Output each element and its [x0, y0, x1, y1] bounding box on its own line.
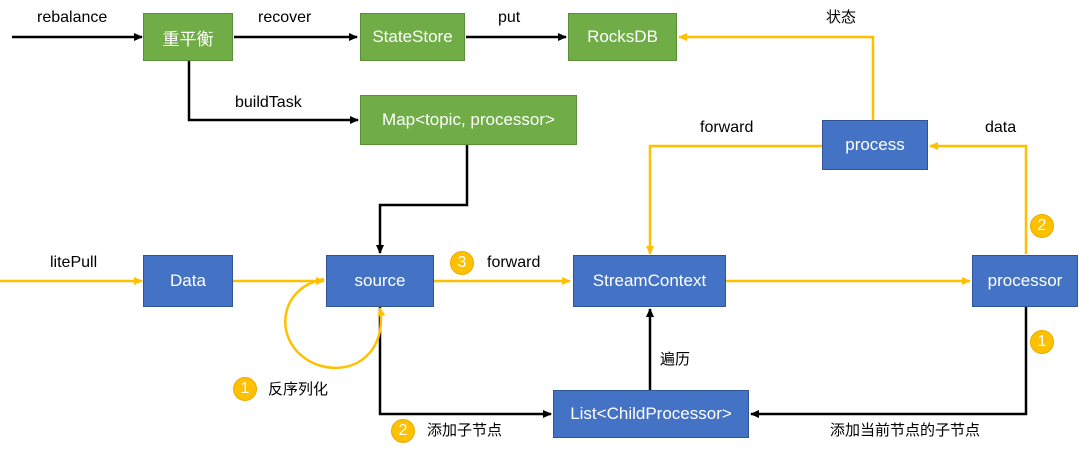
deserialize-label: 反序列化 — [268, 380, 329, 398]
process-node: process — [822, 120, 928, 170]
rebalance-node: 重平衡 — [143, 13, 233, 61]
put-label: put — [498, 9, 521, 26]
forward-top-label: forward — [700, 119, 754, 136]
stream-context-node: StreamContext — [573, 255, 726, 307]
recover-label: recover — [258, 9, 312, 26]
build-task-arrow — [187, 60, 359, 124]
deserialize-loop — [284, 277, 386, 370]
processor-node: processor — [972, 255, 1078, 307]
add-child-arrow — [378, 306, 552, 418]
process-forward-arrow — [646, 144, 822, 255]
add-current-child-label: 添加当前节点的子节点 — [830, 421, 981, 439]
data-node: Data — [143, 255, 233, 307]
step-1-badge: 1 — [233, 377, 257, 401]
data-step-badge: 2 — [1030, 214, 1054, 238]
map-to-source-arrow — [376, 145, 469, 254]
forward-mid-label: forward — [487, 254, 541, 271]
step-3-badge: 3 — [450, 251, 474, 275]
processor-data-arrow — [929, 142, 1028, 254]
add-current-step-badge: 1 — [1030, 330, 1054, 354]
step-2-badge: 2 — [391, 419, 415, 443]
build-task-label: buildTask — [235, 94, 302, 111]
data-label: data — [985, 119, 1017, 136]
traverse-label: 遍历 — [660, 350, 691, 368]
child-list-node: List<ChildProcessor> — [553, 390, 749, 438]
process-state-arrow — [678, 33, 875, 120]
lite-pull-label: litePull — [50, 254, 98, 271]
rebalance-label: rebalance — [37, 9, 108, 26]
source-node: source — [326, 255, 434, 307]
add-current-child-arrow — [750, 306, 1028, 418]
state-label: 状态 — [826, 8, 857, 26]
topic-map-node: Map<topic, processor> — [360, 95, 577, 145]
add-child-label: 添加子节点 — [427, 421, 503, 439]
state-store-node: StateStore — [360, 13, 465, 61]
rocksdb-node: RocksDB — [568, 13, 677, 61]
